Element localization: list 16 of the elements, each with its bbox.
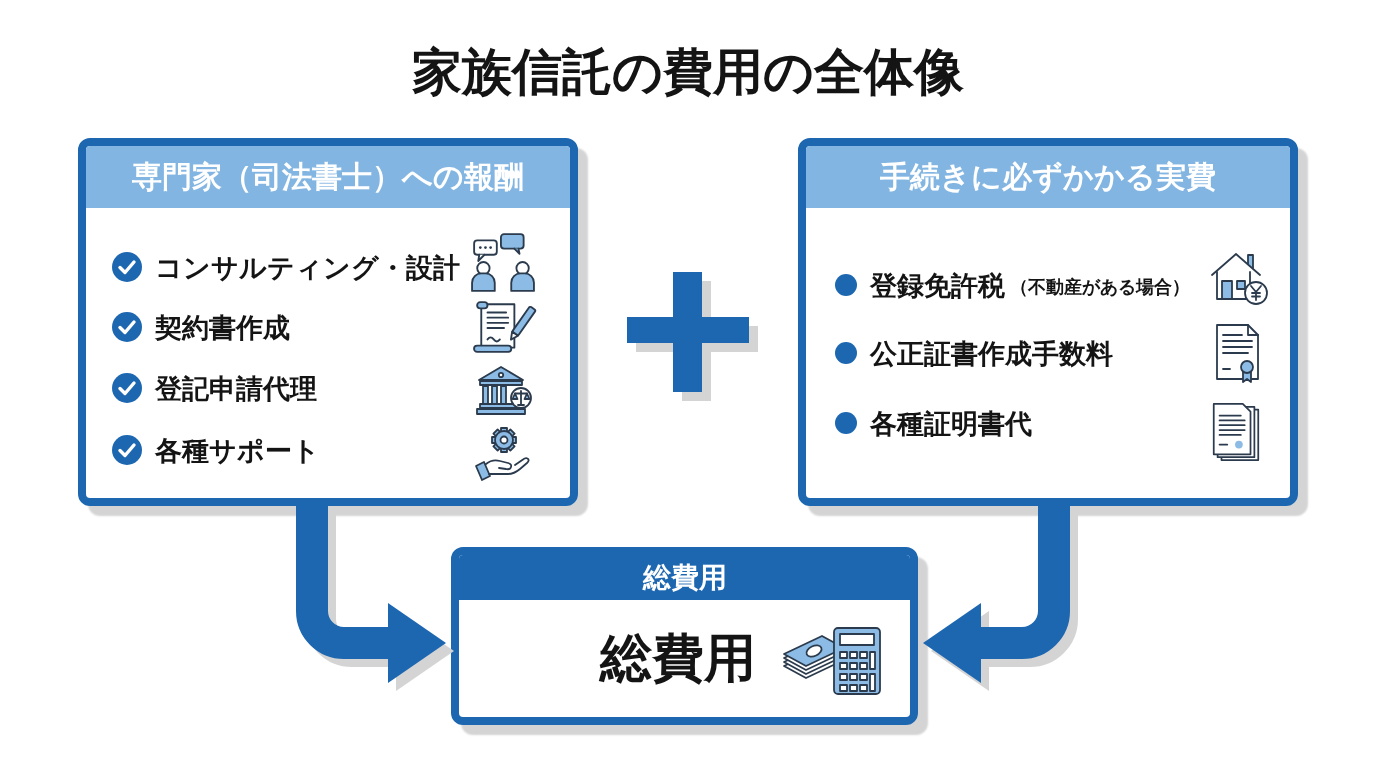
list-item: 登録免許税: [870, 271, 1005, 299]
total-box: [451, 547, 918, 725]
panel: [798, 138, 1298, 506]
title: 家族信託の費用の全体像: [412, 47, 964, 97]
list-item: 各種サポート: [155, 436, 320, 464]
panel-heading: 手続きに必ずかかる実費: [880, 162, 1216, 192]
list-item: コンサルティング・設計: [155, 253, 460, 281]
panel-heading: 総費用: [642, 563, 727, 592]
list-item: 公正証書作成手数料: [870, 339, 1113, 367]
list-item: 契約書作成: [155, 313, 290, 341]
panel-heading: 専門家（司法書士）への報酬: [132, 162, 524, 192]
item-note: （不動産がある場合）: [1010, 279, 1190, 297]
list-item: 各種証明書代: [870, 409, 1032, 437]
panel: [78, 138, 578, 506]
total-label: 総費用: [600, 632, 756, 684]
list-item: 登記申請代理: [155, 374, 317, 402]
